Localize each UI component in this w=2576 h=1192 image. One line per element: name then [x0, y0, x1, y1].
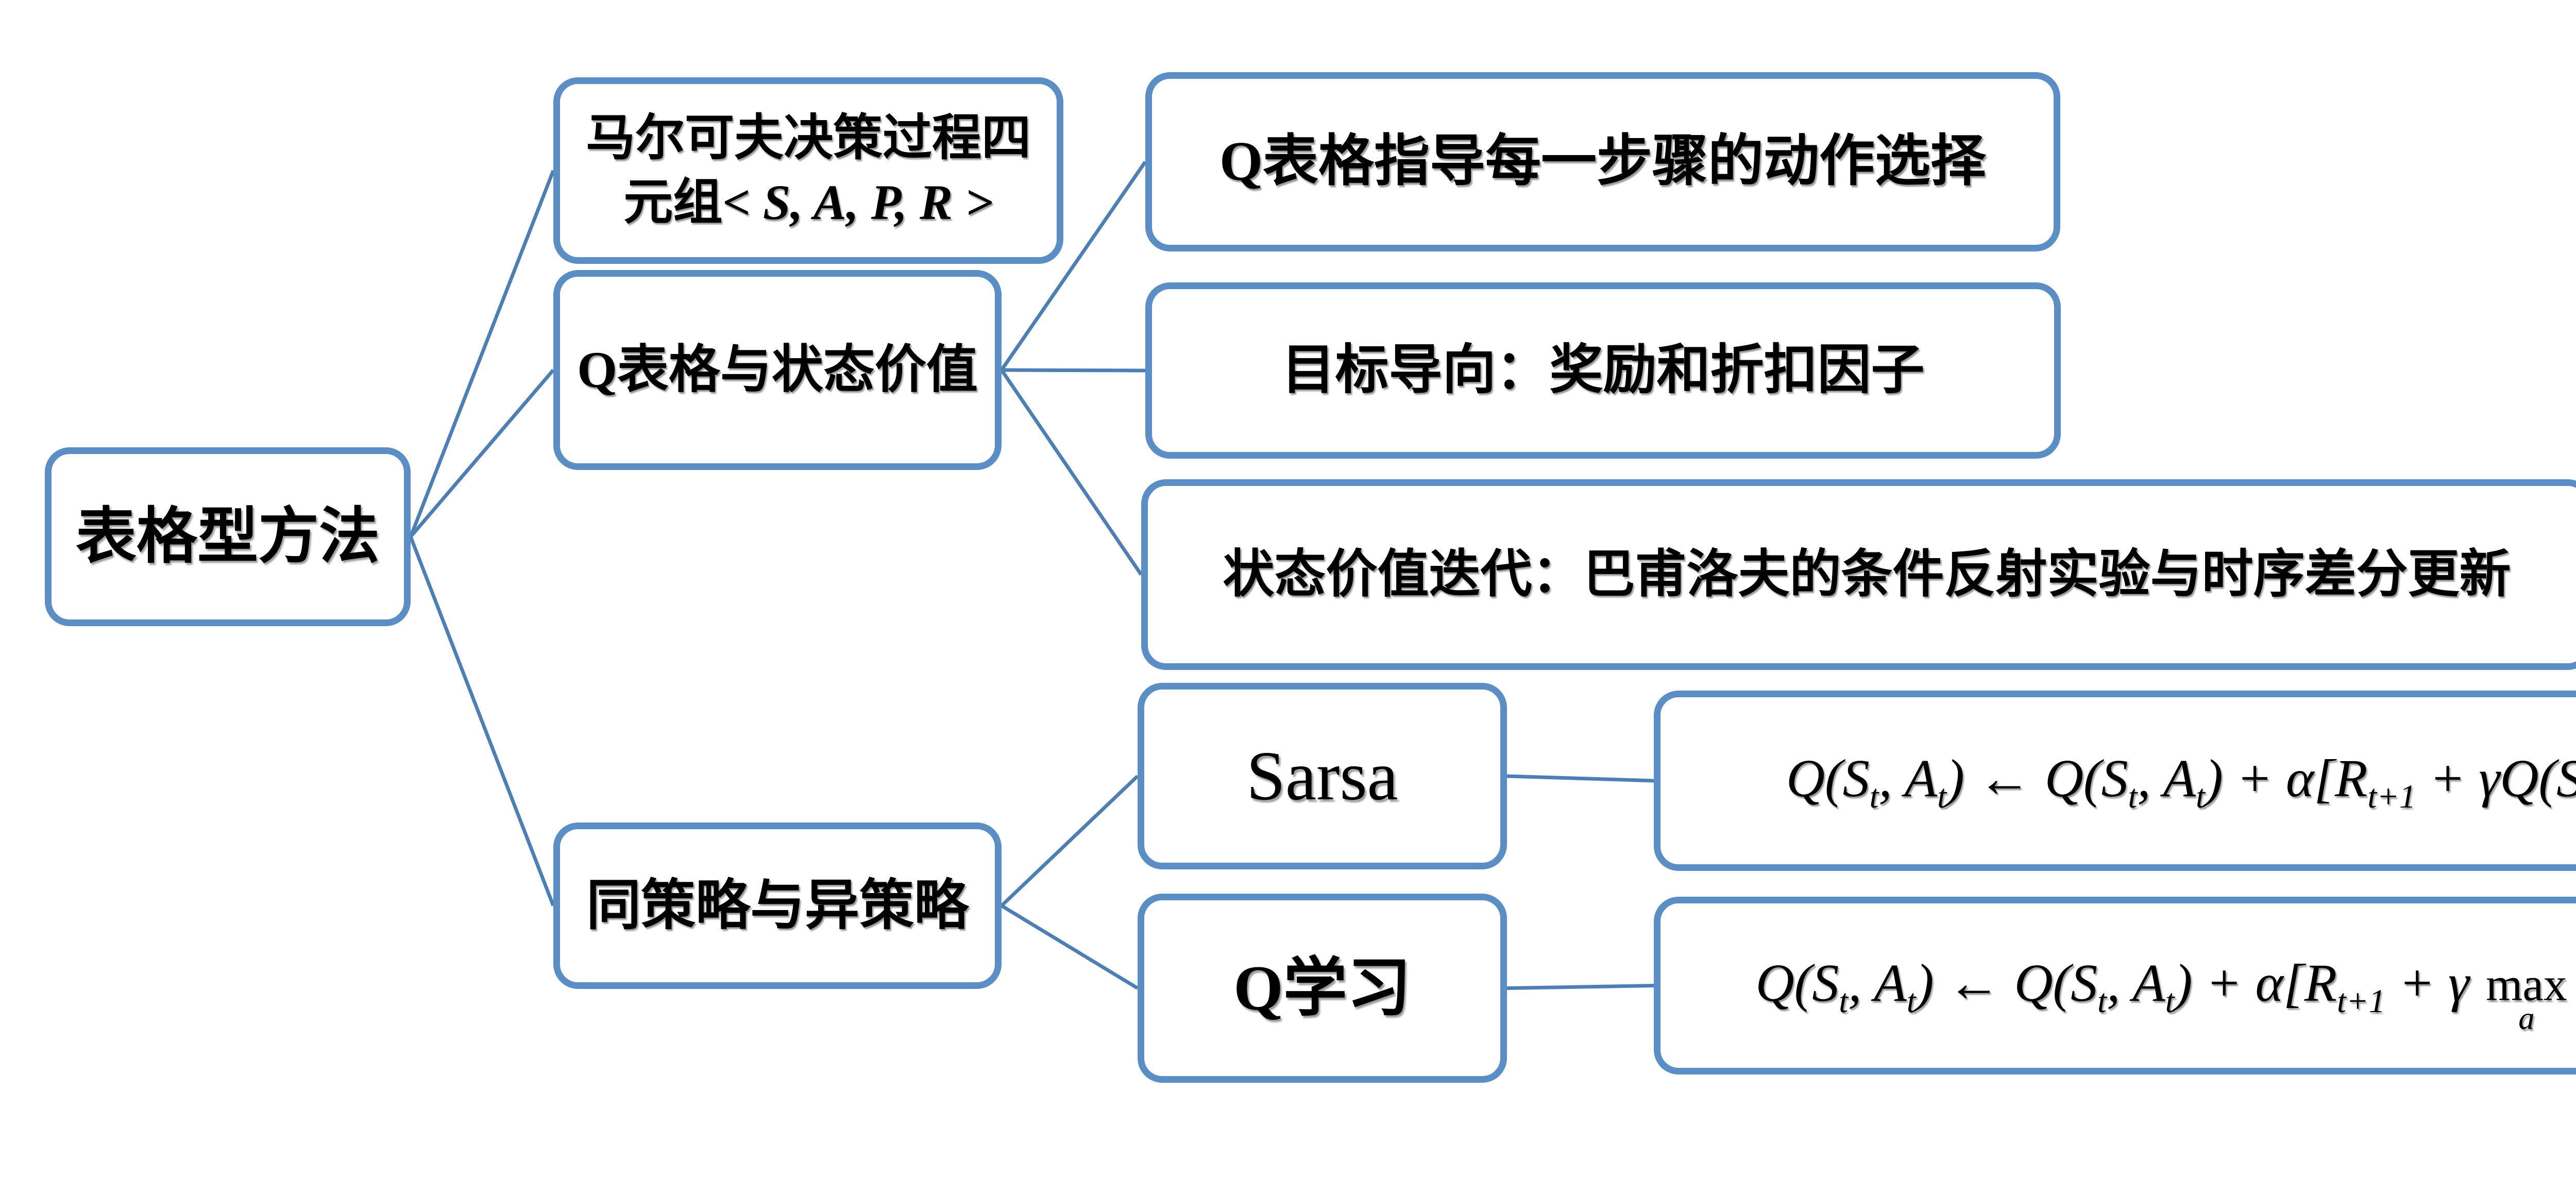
node-q-learning-label: Q学习	[1233, 952, 1411, 1023]
connector-qtable-leaf3	[1000, 369, 1143, 576]
node-goal-oriented-reward-discount-label: 目标导向：奖励和折扣因子	[1281, 341, 1925, 400]
sarsa-update-formula-text: Q(St, At) ← Q(St, At) + α[Rt+1 + γQ(St+1…	[1786, 748, 2576, 815]
connector-root-onoff	[409, 536, 555, 906]
node-on-policy-off-policy-label: 同策略与异策略	[586, 875, 969, 936]
node-on-policy-off-policy[interactable]: 同策略与异策略	[553, 822, 1002, 989]
mdp-label-text: 马尔可夫决策过程四元组	[586, 110, 1031, 230]
node-q-learning[interactable]: Q学习	[1138, 894, 1507, 1083]
node-q-table-action-selection[interactable]: Q表格指导每一步骤的动作选择	[1145, 72, 2060, 251]
connector-root-qtable	[409, 368, 555, 538]
node-state-value-iteration[interactable]: 状态价值迭代：巴甫洛夫的条件反射实验与时序差分更新	[1141, 479, 2576, 670]
node-mdp-four-tuple-label: 马尔可夫决策过程四元组< S, A, P, R >	[570, 106, 1046, 235]
node-tabular-methods[interactable]: 表格型方法	[45, 447, 411, 626]
connector-onoff-sarsa	[1000, 775, 1139, 908]
node-goal-oriented-reward-discount[interactable]: 目标导向：奖励和折扣因子	[1145, 282, 2061, 459]
node-state-value-iteration-label: 状态价值迭代：巴甫洛夫的条件反射实验与时序差分更新	[1223, 546, 2511, 603]
node-sarsa-update-formula[interactable]: Q(St, At) ← Q(St, At) + α[Rt+1 + γQ(St+1…	[1654, 691, 2576, 871]
connector-qtable-leaf2	[1001, 368, 1146, 373]
connector-sarsa-f1	[1506, 774, 1654, 783]
node-q-table-state-value-label: Q表格与状态价值	[577, 341, 978, 398]
node-tabular-methods-label: 表格型方法	[75, 502, 380, 570]
node-sarsa-label: Sarsa	[1246, 737, 1398, 815]
node-sarsa[interactable]: Sarsa	[1138, 683, 1507, 869]
mdp-tuple-math: < S, A, P, R >	[722, 175, 993, 230]
connector-root-mdp	[409, 170, 555, 538]
connector-qlearn-f2	[1506, 984, 1654, 990]
node-q-table-action-selection-label: Q表格指导每一步骤的动作选择	[1219, 130, 1986, 192]
connector-onoff-qlearn	[1001, 904, 1139, 990]
node-mdp-four-tuple[interactable]: 马尔可夫决策过程四元组< S, A, P, R >	[553, 77, 1063, 264]
node-q-table-state-value[interactable]: Q表格与状态价值	[553, 270, 1002, 470]
